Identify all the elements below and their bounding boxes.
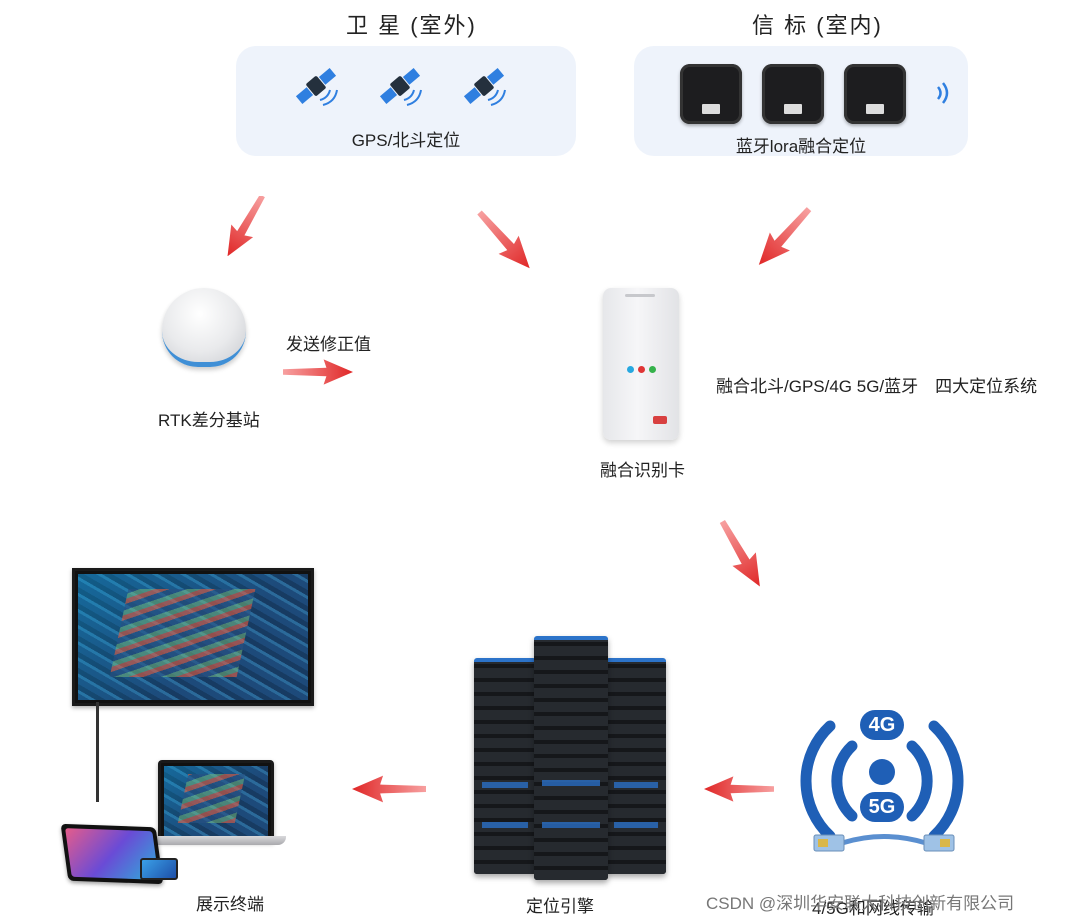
arrow-network-to-engine bbox=[704, 776, 774, 802]
satellite-icon bbox=[374, 60, 426, 112]
arrow-engine-to-display bbox=[352, 775, 426, 803]
card-label: 融合识别卡 bbox=[600, 461, 685, 480]
laptop-base bbox=[140, 836, 286, 845]
rtk-station-icon bbox=[162, 288, 246, 367]
server-icon bbox=[474, 658, 536, 874]
satellite-section-title: 卫 星 (室外) bbox=[346, 13, 477, 38]
beacon-icon bbox=[762, 64, 824, 124]
watermark: CSDN @深圳华安联大科技创新有限公司 bbox=[706, 894, 1015, 913]
arrow-beacon-to-card bbox=[748, 200, 820, 274]
arrow-satellite-to-rtk bbox=[216, 196, 274, 256]
beacon-icon bbox=[680, 64, 742, 124]
beacon-panel: 蓝牙lora融合定位 bbox=[634, 46, 968, 156]
server-icon bbox=[606, 658, 666, 874]
monitor-icon bbox=[72, 568, 314, 706]
id-card-icon bbox=[603, 288, 679, 440]
satellite-panel-label: GPS/北斗定位 bbox=[351, 131, 461, 150]
rtk-label: RTK差分基站 bbox=[158, 411, 260, 430]
beacon-icon bbox=[844, 64, 906, 124]
phone-icon bbox=[140, 858, 178, 880]
beacon-section-title: 信 标 (室内) bbox=[752, 13, 883, 38]
satellite-icon bbox=[290, 60, 342, 112]
display-label: 展示终端 bbox=[196, 895, 264, 914]
laptop-icon bbox=[158, 760, 274, 842]
beacon-panel-label: 蓝牙lora融合定位 bbox=[735, 137, 867, 156]
engine-label: 定位引擎 bbox=[526, 897, 594, 916]
rtk-arrow-label: 发送修正值 bbox=[286, 335, 371, 354]
network-label: 4/5G和网线传输 bbox=[812, 899, 934, 918]
server-icon bbox=[534, 636, 608, 880]
arrow-satellite-to-card bbox=[469, 203, 540, 276]
satellite-panel: GPS/北斗定位 bbox=[236, 46, 576, 156]
badge-5g: 5G bbox=[860, 792, 904, 822]
badge-4g: 4G bbox=[860, 710, 904, 740]
bluetooth-signal-icon bbox=[934, 80, 954, 111]
network-cable-icon bbox=[812, 830, 956, 856]
4g-5g-signal-icon: 4G 5G bbox=[800, 706, 964, 856]
fusion-description: 融合北斗/GPS/4G 5G/蓝牙 四大定位系统 bbox=[716, 377, 1038, 396]
arrow-rtk-to-card bbox=[283, 359, 353, 385]
satellite-icon bbox=[458, 60, 510, 112]
monitor-cable bbox=[96, 702, 99, 802]
arrow-card-to-network bbox=[710, 514, 772, 594]
